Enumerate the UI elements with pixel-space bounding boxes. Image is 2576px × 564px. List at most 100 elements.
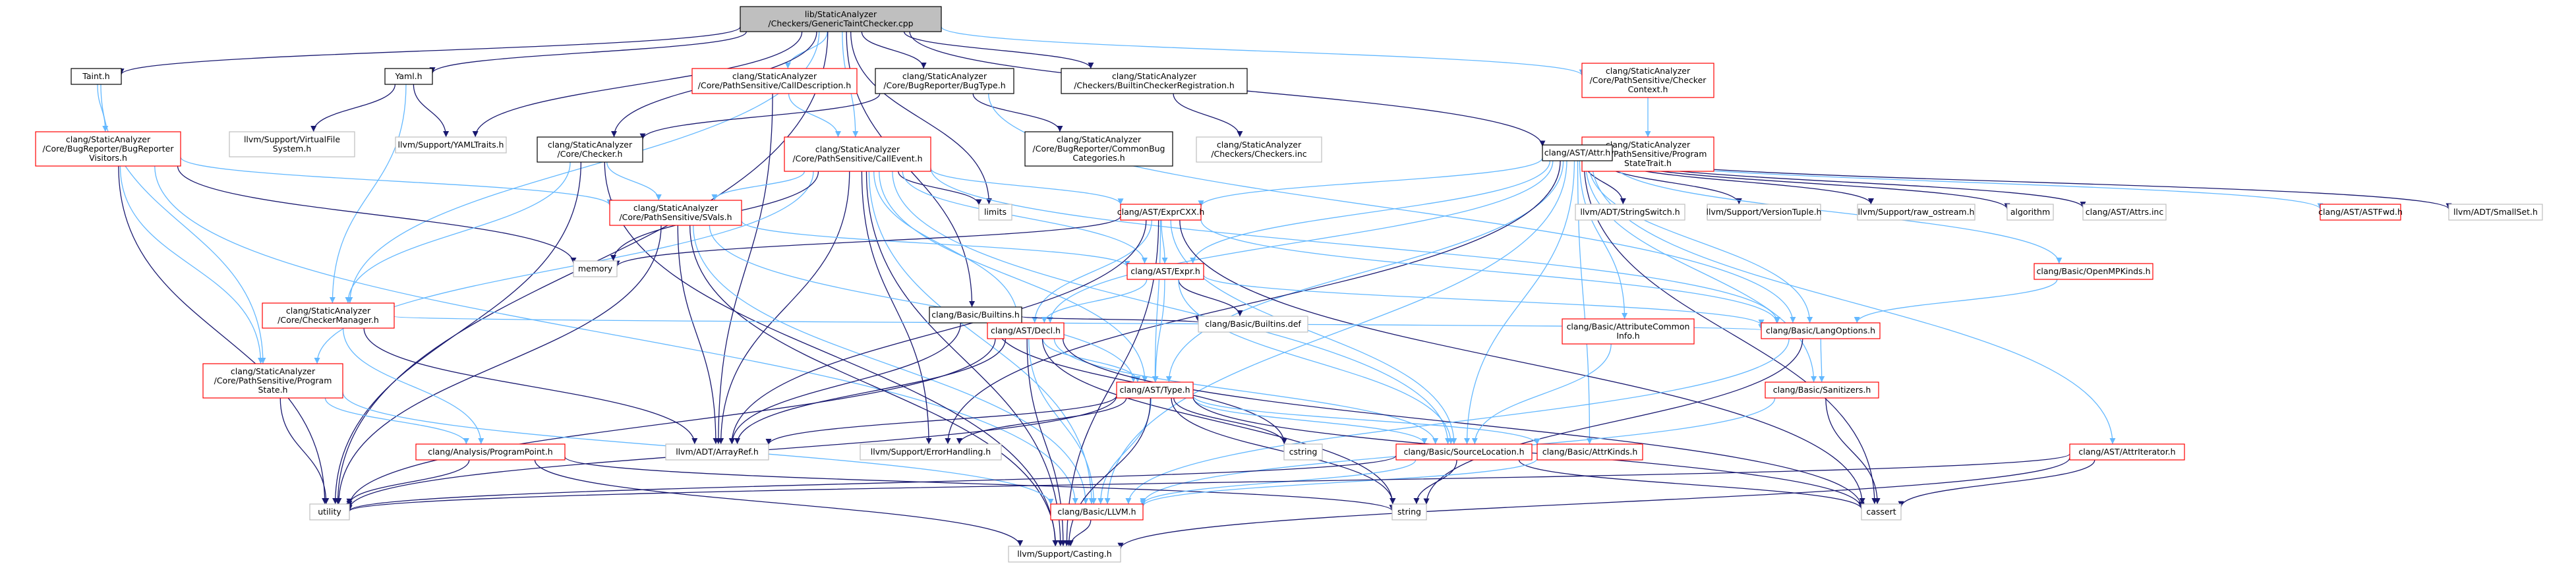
node-yamltraits-box <box>395 136 507 154</box>
node-checker[interactable]: clang/StaticAnalyzer/Core/Checker.h <box>537 136 643 163</box>
node-checkersinc[interactable]: clang/StaticAnalyzer/Checkers/Checkers.i… <box>1196 136 1322 163</box>
node-expr[interactable]: clang/AST/Expr.h <box>1127 263 1204 280</box>
edge-srcloc-to-cassert <box>1518 459 1865 509</box>
edge-callevent-to-llvmh <box>868 171 1095 505</box>
node-checkermgr[interactable]: clang/StaticAnalyzer/Core/CheckerManager… <box>262 302 395 329</box>
node-progpoint-box <box>415 443 566 461</box>
node-utility[interactable]: utility <box>309 503 350 521</box>
edge-attr-to-astfwd <box>1612 155 2324 210</box>
node-progstate[interactable]: clang/StaticAnalyzer/Core/PathSensitive/… <box>202 363 343 399</box>
node-casting[interactable]: llvm/Support/Casting.h <box>1008 546 1121 563</box>
node-limits-label: limits <box>984 207 1007 217</box>
edge-attriterator-to-casting <box>1117 457 2070 549</box>
node-algorithm[interactable]: algorithm <box>2006 204 2054 221</box>
node-bugtype-box <box>875 68 1014 94</box>
node-stringswitch-label: llvm/ADT/StringSwitch.h <box>1580 207 1680 217</box>
node-memory[interactable]: memory <box>573 260 618 277</box>
edge-root-to-limits <box>850 31 992 205</box>
node-smallset[interactable]: llvm/ADT/SmallSet.h <box>2448 204 2543 221</box>
edge-bugtype-to-commonbug <box>972 93 1063 132</box>
node-limits[interactable]: limits <box>978 204 1012 221</box>
edge-svals-to-arrayref <box>677 225 719 445</box>
node-progstatetrait[interactable]: clang/StaticAnalyzer/Core/PathSensitive/… <box>1581 136 1714 172</box>
edge-svals-to-llvmh <box>693 225 1089 505</box>
node-commonbug[interactable]: clang/StaticAnalyzer/Core/BugReporter/Co… <box>1024 131 1173 167</box>
node-taint-box <box>71 68 122 85</box>
node-yamltraits-label: llvm/Support/YAMLTraits.h <box>398 140 504 150</box>
node-svals[interactable]: clang/StaticAnalyzer/Core/PathSensitive/… <box>609 200 742 226</box>
node-errorhandling-label: llvm/Support/ErrorHandling.h <box>871 447 991 457</box>
node-attriterator[interactable]: clang/AST/AttrIterator.h <box>2069 443 2185 461</box>
node-bugreporter[interactable]: clang/StaticAnalyzer/Core/BugReporter/Bu… <box>35 131 181 167</box>
node-arrayref[interactable]: llvm/ADT/ArrayRef.h <box>665 443 769 461</box>
node-cstring[interactable]: cstring <box>1283 443 1323 461</box>
node-type-label: clang/AST/Type.h <box>1119 385 1190 395</box>
node-decl[interactable]: clang/AST/Decl.h <box>987 322 1065 339</box>
node-bugtype-label: /Core/BugReporter/BugType.h <box>883 80 1005 90</box>
edge-decl-to-utility <box>346 338 996 507</box>
node-string[interactable]: string <box>1391 503 1427 521</box>
node-bugreporter-label: clang/StaticAnalyzer <box>66 134 151 144</box>
node-builtinsdef[interactable]: clang/Basic/Builtins.def <box>1198 316 1308 333</box>
node-bugreporter-box <box>35 131 181 167</box>
node-vfs-label: System.h <box>273 144 312 154</box>
node-astfwd[interactable]: clang/AST/ASTFwd.h <box>2318 204 2403 221</box>
node-checkerctx-label: clang/StaticAnalyzer <box>1606 66 1691 76</box>
node-rawostream[interactable]: llvm/Support/raw_ostream.h <box>1857 204 1976 221</box>
edge-attr-to-sanitizers <box>1585 160 1817 383</box>
node-llvmh-label: clang/Basic/LLVM.h <box>1057 507 1136 517</box>
node-checkerctx[interactable]: clang/StaticAnalyzer/Core/PathSensitive/… <box>1581 63 1714 98</box>
edge-srcloc-to-llvmh <box>1140 459 1417 505</box>
node-attrsinc-label: clang/AST/Attrs.inc <box>2086 207 2164 217</box>
node-attr[interactable]: clang/AST/Attr.h <box>1542 144 1613 161</box>
node-smallset-box <box>2448 204 2543 221</box>
edge-bugtype-to-checker <box>639 93 881 140</box>
edge-bugreporter-to-utility <box>118 165 328 505</box>
edge-sanitizers-to-cassert <box>1825 397 1881 505</box>
node-root[interactable]: lib/StaticAnalyzer/Checkers/GenericTaint… <box>740 6 942 32</box>
node-attrcommon-label: Info.h <box>1616 331 1639 341</box>
node-openmp[interactable]: clang/Basic/OpenMPKinds.h <box>2034 263 2153 280</box>
node-bugtype[interactable]: clang/StaticAnalyzer/Core/BugReporter/Bu… <box>875 68 1014 94</box>
node-attrsinc[interactable]: clang/AST/Attrs.inc <box>2082 204 2167 221</box>
node-taint[interactable]: Taint.h <box>71 68 122 85</box>
node-attr-box <box>1542 144 1613 161</box>
edge-bugreporter-to-progstate <box>119 165 264 364</box>
node-progpoint[interactable]: clang/Analysis/ProgramPoint.h <box>415 443 566 461</box>
edge-progpoint-to-casting <box>534 459 1024 547</box>
edge-expr-to-srcloc <box>1178 279 1454 445</box>
node-exprcxx-label: clang/AST/ExprCXX.h <box>1117 207 1205 217</box>
node-callevent[interactable]: clang/StaticAnalyzer/Core/PathSensitive/… <box>784 136 931 172</box>
edge-attr-to-openmp <box>1611 160 2063 264</box>
edge-decl-to-llvmh <box>1028 338 1097 505</box>
edge-expr-to-langopts <box>1203 274 1765 326</box>
node-yaml[interactable]: Yaml.h <box>384 68 433 85</box>
edge-langopts-to-string <box>1423 338 1803 505</box>
node-langopts[interactable]: clang/Basic/LangOptions.h <box>1761 322 1881 339</box>
node-llvmh[interactable]: clang/Basic/LLVM.h <box>1050 503 1144 521</box>
node-builtins[interactable]: clang/Basic/Builtins.h <box>929 306 1022 324</box>
node-builtinreg[interactable]: clang/StaticAnalyzer/Checkers/BuiltinChe… <box>1061 68 1248 94</box>
node-cassert[interactable]: cassert <box>1861 503 1902 521</box>
node-errorhandling[interactable]: llvm/Support/ErrorHandling.h <box>860 443 1002 461</box>
node-stringswitch[interactable]: llvm/ADT/StringSwitch.h <box>1575 204 1685 221</box>
edge-attrkinds-to-llvmh <box>1140 458 1538 507</box>
node-attrkinds[interactable]: clang/Basic/AttrKinds.h <box>1537 443 1643 461</box>
node-checkersinc-label: /Checkers/Checkers.inc <box>1211 149 1306 159</box>
edge-bugreporter-to-svals <box>180 157 613 206</box>
node-yamltraits[interactable]: llvm/Support/YAMLTraits.h <box>395 136 507 154</box>
node-sanitizers[interactable]: clang/Basic/Sanitizers.h <box>1765 381 1879 399</box>
edge-root-to-taint <box>118 26 741 75</box>
edge-taint-to-bugreporter <box>97 84 109 132</box>
node-exprcxx[interactable]: clang/AST/ExprCXX.h <box>1117 204 1205 221</box>
node-checkermgr-label: /Core/CheckerManager.h <box>278 315 379 325</box>
node-versiontuple[interactable]: llvm/Support/VersionTuple.h <box>1707 204 1822 221</box>
node-srcloc[interactable]: clang/Basic/SourceLocation.h <box>1395 443 1533 461</box>
node-calldesc[interactable]: clang/StaticAnalyzer/Core/PathSensitive/… <box>691 68 858 94</box>
edge-attr-to-attrcommon <box>1579 160 1628 320</box>
node-type[interactable]: clang/AST/Type.h <box>1116 381 1194 399</box>
edge-progstate-to-utility <box>279 397 330 505</box>
edge-checker-to-svals <box>606 161 662 201</box>
